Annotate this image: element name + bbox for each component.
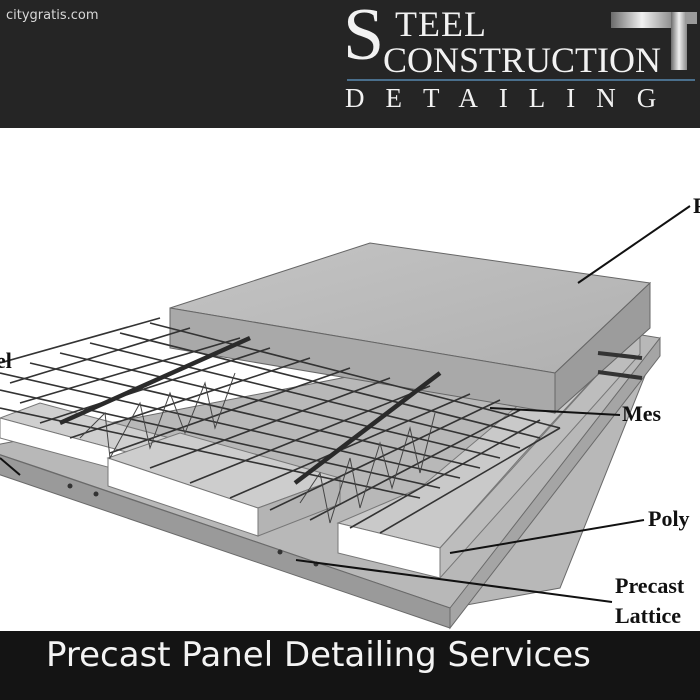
steel-mesh	[0, 317, 561, 534]
panel-illustration: P el Mes Poly Precast Lattice	[0, 193, 700, 630]
top-concrete-slab	[169, 242, 652, 415]
steel-beam-icon	[611, 12, 697, 70]
header-banner: citygratis.com S TEEL CONSTRUCTION DETAI…	[0, 0, 700, 128]
site-watermark[interactable]: citygratis.com	[6, 8, 99, 23]
lattice-girders	[59, 335, 442, 524]
label-polystyrene: Poly	[648, 506, 690, 531]
label-leader-lines	[0, 205, 691, 603]
footer-banner: Precast Panel Detailing Services	[0, 631, 700, 700]
precast-panel-diagram: P el Mes Poly Precast Lattice	[0, 128, 700, 631]
label-lattice-steel: el	[0, 348, 12, 373]
logo-line-3: DETAILING	[345, 83, 678, 113]
logo-line-2: CONSTRUCTION	[383, 40, 662, 80]
label-precast: Precast	[615, 573, 685, 598]
label-lattice: Lattice	[615, 603, 681, 628]
service-title: Precast Panel Detailing Services	[46, 635, 591, 675]
label-top-slab: P	[693, 193, 700, 218]
polystyrene-blocks	[0, 301, 641, 580]
logo-divider	[347, 79, 695, 81]
label-mesh: Mes	[622, 401, 662, 426]
logo-line-1: TEEL	[395, 4, 487, 44]
company-logo[interactable]: S TEEL CONSTRUCTION DETAILING	[343, 0, 700, 120]
logo-initial: S	[343, 0, 385, 76]
